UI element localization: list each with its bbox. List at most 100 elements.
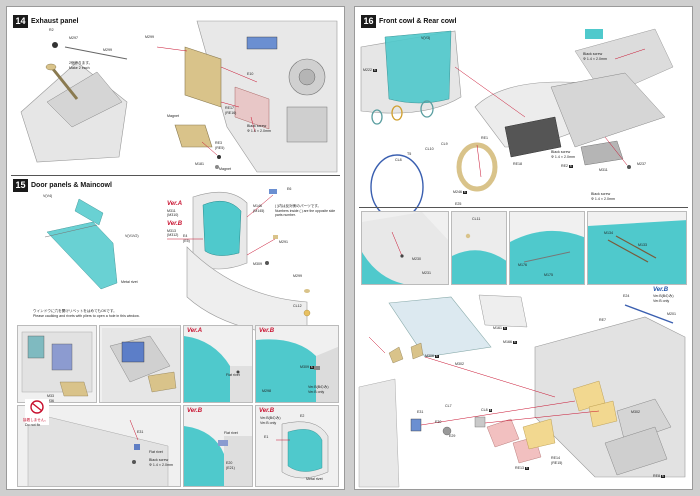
- label-e31: E31: [137, 430, 144, 434]
- do-not-fix-icon-panel: [25, 399, 49, 425]
- label-m309: M309: [253, 262, 262, 266]
- label-m291: M291: [279, 240, 288, 244]
- label-opposite-jp: ( )内は反対側のパーツです。: [275, 204, 322, 208]
- label-caution-jp: ウインドウに穴を開けリベットをはめてもOKです。: [33, 309, 117, 313]
- left-page: 14 Exhaust panel R2 M297 M299 2個: [6, 6, 345, 490]
- label-black-screw-b: Black screw: [551, 150, 571, 154]
- label-m36: M36: [47, 399, 54, 403]
- label-re3: RE3: [215, 141, 222, 145]
- label-cl9: CL9: [441, 142, 448, 146]
- label-cl10: CL10: [425, 147, 434, 151]
- section-16-header: 16 Front cowl & Rear cowl: [361, 15, 456, 28]
- label-m181: M181: [195, 162, 204, 166]
- version-b-tag: Ver.B: [259, 328, 275, 334]
- label-m299a: M299: [103, 48, 112, 52]
- label-m297: M297: [69, 36, 78, 40]
- label-window-v1v2: V(V1V2): [125, 234, 139, 238]
- label-black-screw-c-size: Φ 1.4 × 2.0mm: [591, 197, 615, 201]
- label-v3: V(V3): [421, 36, 431, 40]
- label-black-screw-2-size: Φ 1.4 × 2.0mm: [149, 463, 173, 467]
- detail-panel-m134: M134 M133: [587, 211, 687, 285]
- detail-panel-rear-body: [17, 405, 181, 487]
- label-e20: E20: [226, 461, 233, 465]
- label-black-screw-a: Black screw: [583, 52, 603, 56]
- section-divider: [359, 207, 688, 208]
- section-number: 16: [361, 15, 376, 28]
- label-magnet2: Magnet: [219, 167, 231, 171]
- label-m302: M302: [455, 362, 464, 366]
- section-16-lower-illustration: [358, 294, 686, 488]
- label-e1: E1: [264, 435, 269, 439]
- label-black-screw-a-size: Φ 1.4 × 2.0mm: [583, 57, 607, 61]
- detail-panel-ver-b-door: Ver.B Ver.B(Bのみ) Ver.B only E1 E2 Metal …: [255, 405, 339, 487]
- label-black-screw-c: Black screw: [591, 192, 611, 196]
- label-e29: E29: [449, 434, 456, 438]
- label-flat-rivet-2: Flat rivet: [149, 450, 163, 454]
- detail-panel-front-left: M230 M231: [361, 211, 449, 285]
- label-e25: E25: [455, 202, 462, 206]
- label-black-screw-size: Φ 1.4 × 2.0mm: [247, 129, 271, 133]
- label-e2: E2: [300, 414, 305, 418]
- section-15-illustration: [44, 189, 311, 338]
- label-m302b: M302: [631, 410, 640, 414]
- label-cl11: CL11: [472, 217, 481, 221]
- section-14-illustration: [20, 20, 338, 173]
- label-r2: R2: [49, 28, 54, 32]
- section-14-header: 14 Exhaust panel: [13, 15, 78, 28]
- label-e24: E24: [623, 294, 630, 298]
- label-m146: M146: [253, 204, 262, 208]
- detail-panel-ver-a: Ver.A Flat rivet: [183, 325, 253, 403]
- label-m230: M230: [412, 257, 421, 261]
- version-a-tag: Ver.A: [167, 201, 183, 207]
- label-m145: (M145): [253, 209, 265, 213]
- version-a-tag: Ver.A: [187, 328, 203, 334]
- label-m134: M134: [604, 231, 613, 235]
- label-ver-b-only-en: Ver.B only: [308, 390, 325, 394]
- version-b-tag: Ver.B: [187, 408, 203, 414]
- label-make2-jp: 2個作ります。: [69, 61, 93, 65]
- section-15-header: 15 Door panels & Maincowl: [13, 179, 112, 192]
- section-number: 15: [13, 179, 28, 192]
- detail-panel-cockpit-b: [99, 325, 181, 403]
- label-ver-b-only: Ver.B(Bのみ): [308, 385, 329, 389]
- label-m201: M201: [667, 312, 676, 316]
- label-ver-b-only-3: Ver.B(Bのみ): [260, 416, 281, 420]
- label-ver-a-parts: M311 (M310): [167, 209, 179, 217]
- detail-panel-ver-b-mid: Ver.B Flat rivet E20 (E21): [183, 405, 253, 487]
- label-m311: M311: [599, 168, 608, 172]
- label-m231: M231: [422, 271, 431, 275]
- label-m237: M237: [637, 162, 646, 166]
- label-ver-b-only: Ver.B(Bのみ): [653, 294, 674, 298]
- label-magnet1: Magnet: [167, 114, 179, 118]
- label-re15: (RE15): [551, 461, 563, 465]
- label-ver-b-only-4: Ver.B only: [260, 421, 277, 425]
- label-cl12: CL12: [293, 304, 302, 308]
- label-ver-b-only-en: Ver.B only: [653, 299, 670, 303]
- label-cl7: CL7: [445, 404, 452, 408]
- label-window-v4: V(V4): [43, 194, 53, 198]
- detail-panel-m176: M176 M175: [509, 211, 585, 285]
- version-b-tag: Ver.B: [167, 221, 183, 227]
- section-title: Door panels & Maincowl: [31, 182, 112, 189]
- label-e4: E4: [183, 234, 188, 238]
- section-title: Front cowl & Rear cowl: [379, 18, 457, 25]
- detail-panel-cl11: CL11: [451, 211, 507, 285]
- section-divider: [11, 175, 340, 176]
- label-metal-rivet-2: Metal rivet: [306, 477, 323, 481]
- label-e30: E30: [435, 420, 442, 424]
- label-black-screw-2: Black screw: [149, 458, 169, 462]
- label-re16: (RE16): [225, 111, 237, 115]
- label-ver-b-parts: M313 (M312): [167, 229, 179, 237]
- detail-panel-cockpit-a: [17, 325, 97, 403]
- label-do-not-fix-jp: 接着しません。: [23, 418, 49, 422]
